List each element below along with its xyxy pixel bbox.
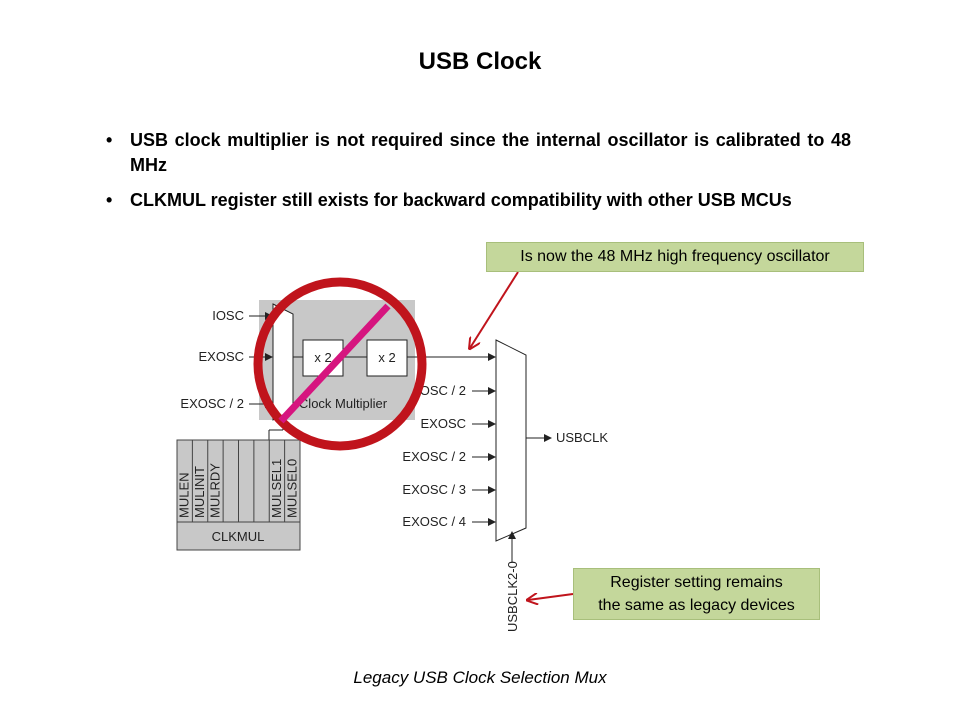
register-name: CLKMUL — [212, 529, 265, 544]
callout-oscillator-text: Is now the 48 MHz high frequency oscilla… — [520, 248, 830, 265]
mux-input-label: IOSC / 2 — [416, 383, 466, 398]
mux-input-label: EXOSC — [420, 416, 466, 431]
bullet-item: • USB clock multiplier is not required s… — [106, 128, 851, 178]
register-bit-label: MULINIT — [192, 466, 207, 518]
mux-input-group: IOSC / 2 EXOSC EXOSC / 2 EXOSC / 3 EXOSC / 4 — [402, 383, 496, 529]
bullet-glyph: • — [106, 190, 113, 210]
mux-output-label: USBCLK — [556, 430, 608, 445]
multiplier-stage2-label: x 2 — [378, 350, 395, 365]
input-label-iosc: IOSC — [212, 308, 244, 323]
bullet-text: CLKMUL register still exists for backwar… — [130, 190, 792, 210]
callout-register: Register setting remains the same as leg… — [573, 568, 820, 620]
callout-register-line1: Register setting remains — [610, 574, 783, 591]
usb-clock-mux — [495, 339, 527, 542]
page-title: USB Clock — [418, 48, 542, 75]
multiplier-mux — [272, 303, 294, 421]
figure-caption: Legacy USB Clock Selection Mux — [353, 668, 607, 687]
mux-input-label: EXOSC / 4 — [402, 514, 466, 529]
register-bit-label: MULSEL1 — [269, 459, 284, 518]
mux-input-label: EXOSC / 2 — [402, 449, 466, 464]
mux-input-label: EXOSC / 3 — [402, 482, 466, 497]
register-bit-label: MULSEL0 — [284, 459, 299, 518]
bullet-list: • USB clock multiplier is not required s… — [106, 128, 851, 223]
register-bit-label: MULRDY — [207, 463, 222, 518]
register-name-block — [176, 521, 301, 551]
input-label-exosc: EXOSC — [198, 349, 244, 364]
bullet-text: USB clock multiplier is not required sin… — [130, 130, 851, 175]
callout-arrow-oscillator — [470, 271, 519, 348]
multiplier-label: Clock Multiplier — [299, 396, 388, 411]
multiplier-stage1-label: x 2 — [314, 350, 331, 365]
bullet-item: • CLKMUL register still exists for backw… — [106, 188, 851, 213]
mux-select-label: USBCLK2-0 — [505, 561, 520, 632]
no-symbol-strike — [278, 303, 391, 424]
input-label-exosc-2: EXOSC / 2 — [180, 396, 244, 411]
multiplier-stage2-box — [366, 339, 408, 377]
register-bit-label: MULEN — [177, 472, 192, 518]
callout-register-line2: the same as legacy devices — [598, 597, 795, 614]
callout-oscillator: Is now the 48 MHz high frequency oscilla… — [486, 242, 864, 272]
no-symbol-circle — [253, 277, 427, 451]
bullet-glyph: • — [106, 130, 113, 150]
callout-arrow-register — [528, 594, 574, 600]
